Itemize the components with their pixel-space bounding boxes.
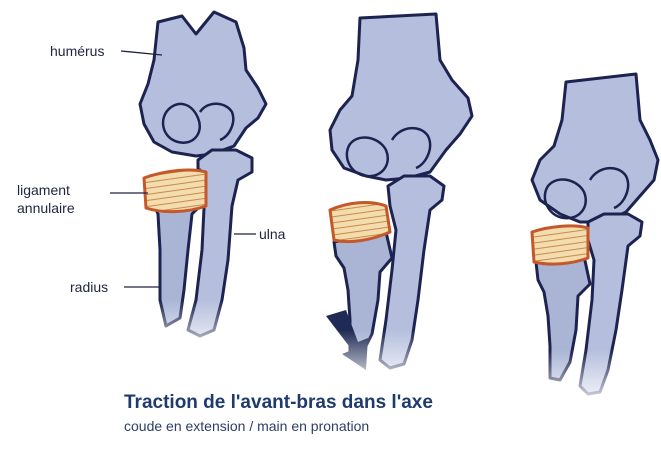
ligament-label-line1: ligament <box>17 182 70 198</box>
annular-ligament-2 <box>330 203 390 242</box>
elbow-1 <box>130 12 280 360</box>
caption-title: Traction de l'avant-bras dans l'axe <box>124 392 433 414</box>
annular-ligament-3 <box>532 226 588 264</box>
humerus-bone-1 <box>140 12 266 156</box>
ligament-label-line2: annulaire <box>17 200 75 216</box>
humerus-label: humérus <box>50 43 104 59</box>
humerus-bone-2 <box>330 14 472 180</box>
radius-label: radius <box>70 279 108 295</box>
ulna-label: ulna <box>259 226 285 242</box>
caption-subtitle: coude en extension / main en pronation <box>124 418 369 434</box>
elbow-3 <box>520 74 661 410</box>
humerus-bone-3 <box>532 74 658 222</box>
elbow-2 <box>320 14 472 390</box>
annular-ligament-1 <box>144 170 206 212</box>
